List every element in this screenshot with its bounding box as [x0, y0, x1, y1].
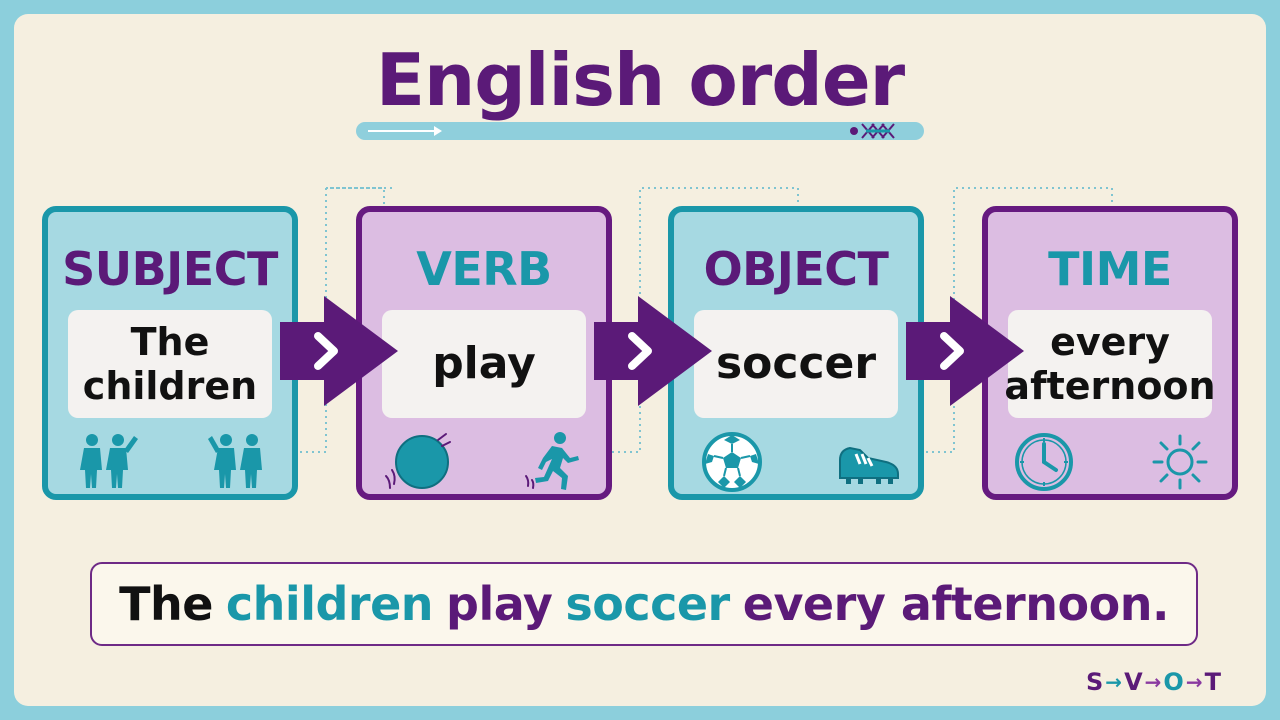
underline-arrow-line	[368, 130, 440, 132]
word-time-line1: every	[1050, 320, 1170, 364]
legend-arrow-icon: →	[1185, 670, 1203, 694]
word-subject-line2: children	[82, 364, 258, 408]
title-underline	[356, 122, 924, 140]
page-title: English order	[375, 38, 905, 122]
svot-legend: S → V → O → T	[1086, 668, 1221, 696]
card-heading-subject: SUBJECT	[62, 242, 278, 296]
knot-ornament-icon	[850, 123, 895, 139]
underline-arrow-icon	[434, 126, 442, 136]
card-heading-time: TIME	[1048, 242, 1172, 296]
people-icon	[208, 434, 262, 488]
ball-icon	[385, 433, 451, 489]
example-sentence: The children play soccer every afternoon…	[90, 562, 1198, 646]
sentence-word-object: soccer	[565, 577, 730, 631]
arrow-chevron-icon	[906, 296, 1024, 406]
runner-icon	[525, 432, 579, 490]
word-object: soccer	[715, 338, 877, 389]
sentence-word-time: every afternoon.	[742, 577, 1170, 631]
sun-icon	[1152, 434, 1208, 490]
card-verb: VERB play	[356, 206, 612, 500]
clock-icon	[1015, 433, 1073, 491]
word-box-object: soccer	[694, 310, 898, 418]
word-box-subject: The children	[68, 310, 272, 418]
dotted-connector	[612, 187, 799, 453]
card-heading-object: OBJECT	[703, 242, 889, 296]
legend-o: O	[1163, 668, 1184, 696]
word-box-time: every afternoon	[1004, 310, 1216, 418]
cleat-icon	[839, 446, 899, 484]
card-subject: SUBJECT The children	[42, 206, 298, 500]
legend-arrow-icon: →	[1144, 670, 1162, 694]
sentence-word-verb: play	[446, 577, 553, 631]
word-box-verb: play	[382, 310, 586, 418]
legend-s: S	[1086, 668, 1104, 696]
card-heading-verb: VERB	[416, 242, 552, 296]
soccer-ball-icon	[702, 432, 762, 492]
word-subject-line1: The	[130, 320, 210, 364]
legend-v: V	[1124, 668, 1143, 696]
word-verb: play	[432, 338, 536, 389]
arrow-chevron-icon	[280, 296, 398, 406]
arrow-chevron-icon	[594, 296, 712, 406]
legend-arrow-icon: →	[1105, 670, 1123, 694]
word-time-line2: afternoon	[1004, 364, 1216, 408]
card-object: OBJECT soccer	[668, 206, 924, 500]
sentence-word-subject-article: The	[119, 577, 213, 631]
people-icon	[80, 434, 138, 488]
sentence-word-subject-noun: children	[225, 577, 434, 631]
dotted-connector	[926, 187, 1113, 453]
legend-t: T	[1204, 668, 1221, 696]
